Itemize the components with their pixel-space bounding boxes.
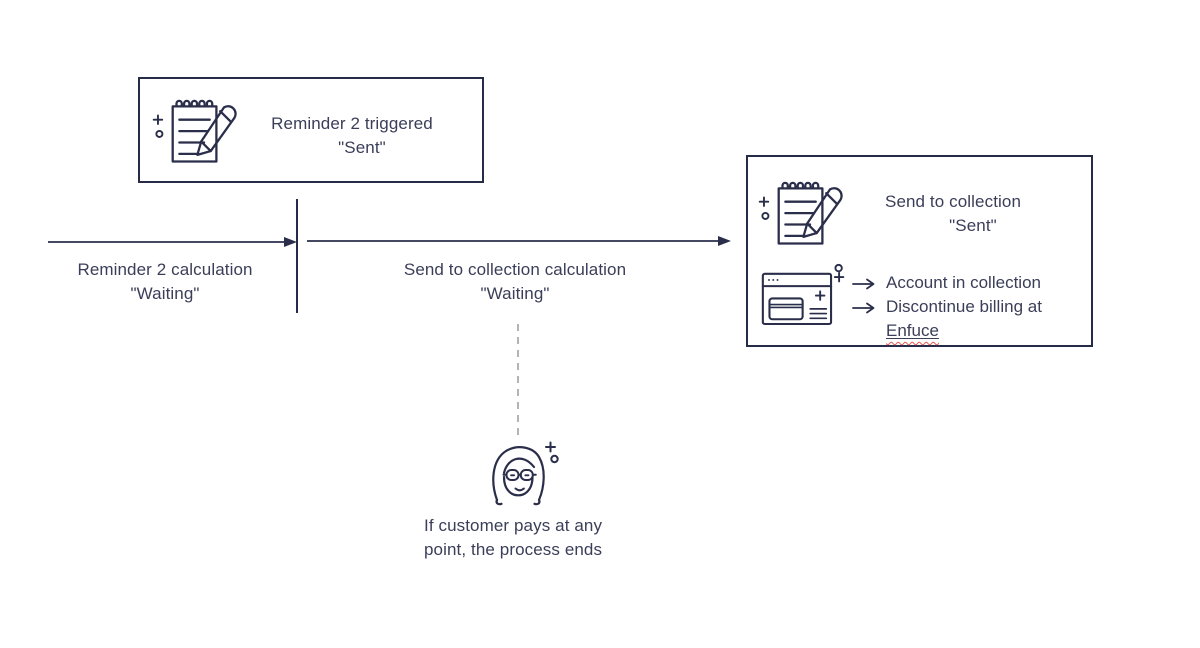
- right-arrow-icon: [852, 278, 875, 290]
- outcome-discontinue-billing: Discontinue billing at Enfuce: [852, 295, 1084, 343]
- collection-edge-line1: Send to collection calculation: [403, 260, 627, 279]
- dashed-connector: [517, 324, 519, 438]
- reminder2-title: Reminder 2 triggered: [271, 114, 433, 133]
- outcome1-label: Account in collection: [886, 273, 1041, 292]
- spellcheck-flagged-word: Enfuce: [886, 321, 939, 340]
- collection-status: "Sent": [949, 216, 997, 235]
- reminder2-edge-label: Reminder 2 calculation "Waiting": [45, 258, 285, 306]
- notepad-pencil-icon: [758, 181, 843, 245]
- customer-note-line1: If customer pays at any: [424, 516, 603, 535]
- browser-payment-card-icon: [761, 263, 845, 326]
- outcome-account-in-collection: Account in collection: [852, 271, 1084, 295]
- collection-flow-arrow: [307, 236, 731, 246]
- notepad-pencil-icon: [152, 99, 237, 163]
- reminder2-edge-line1: Reminder 2 calculation: [77, 260, 253, 279]
- customer-note: If customer pays at any point, the proce…: [424, 514, 644, 562]
- timeline-divider: [296, 199, 298, 313]
- outcome2-label: Discontinue billing at Enfuce: [886, 295, 1042, 343]
- send-to-collection-event-box: Send to collection "Sent" Account in col: [746, 155, 1093, 347]
- collection-edge-line2: "Waiting": [480, 284, 550, 303]
- reminder2-event-label: Reminder 2 triggered "Sent": [237, 112, 467, 160]
- customer-note-line2: point, the process ends: [424, 540, 603, 559]
- reminder2-status: "Sent": [338, 138, 386, 157]
- collection-outcomes: Account in collection Discontinue billin…: [852, 271, 1084, 343]
- reminder2-edge-line2: "Waiting": [130, 284, 200, 303]
- customer-face-icon: [492, 441, 559, 506]
- collection-edge-label: Send to collection calculation "Waiting": [385, 258, 645, 306]
- right-arrow-icon: [852, 302, 875, 314]
- outcome2-flagged-word: Enfuce: [886, 321, 939, 340]
- collection-event-label: Send to collection "Sent": [848, 190, 1058, 238]
- reminder2-event-box: Reminder 2 triggered "Sent": [138, 77, 484, 183]
- reminder2-flow-arrow: [48, 237, 297, 247]
- collection-title: Send to collection: [885, 192, 1021, 211]
- outcome2-prefix: Discontinue billing at: [886, 297, 1042, 316]
